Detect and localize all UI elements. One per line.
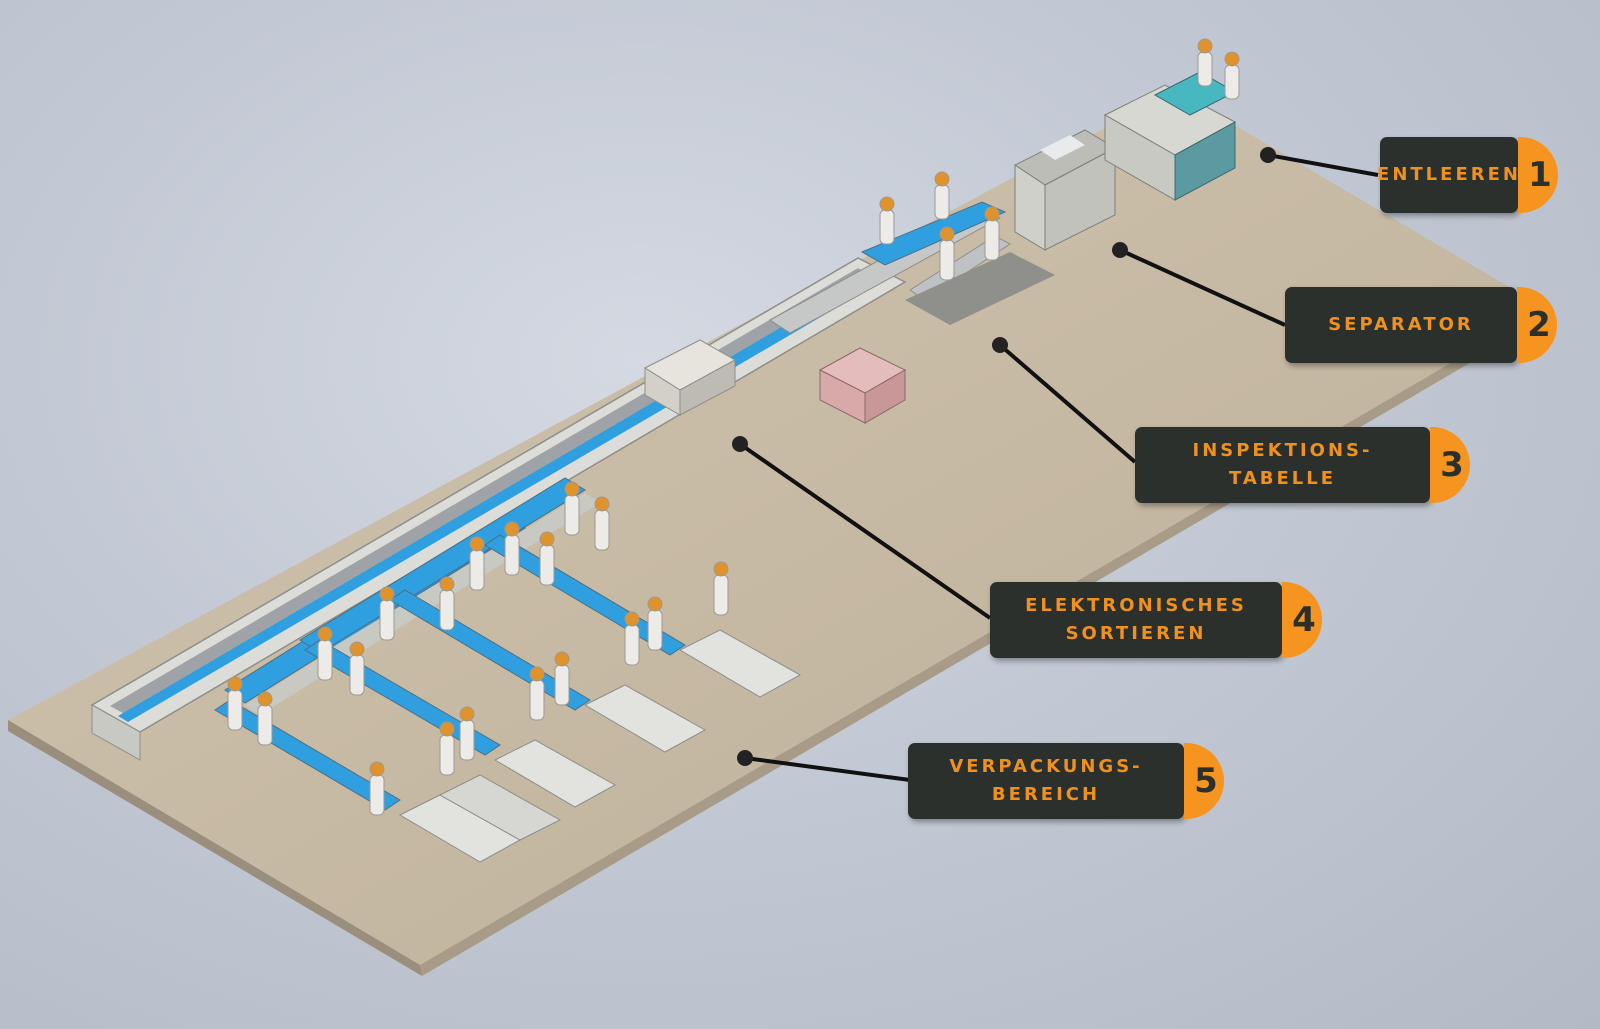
collection-bin bbox=[818, 347, 907, 424]
workers bbox=[227, 38, 1240, 816]
leader-lines bbox=[732, 147, 1379, 782]
worker-figure bbox=[529, 666, 545, 721]
worker-figure bbox=[624, 611, 640, 666]
factory-floor bbox=[8, 90, 1545, 976]
leader-dot-2 bbox=[1112, 242, 1128, 258]
worker-figure bbox=[369, 761, 385, 816]
worker-figure bbox=[257, 691, 273, 746]
leader-dot-4 bbox=[732, 436, 748, 452]
worker-figure bbox=[469, 536, 485, 591]
separator-machine bbox=[1014, 129, 1117, 251]
worker-figure bbox=[647, 596, 663, 651]
callout-inspektionstabelle: INSPEKTIONS- TABELLE bbox=[1135, 427, 1430, 503]
worker-figure bbox=[379, 586, 395, 641]
callout-3-label-line-2: TABELLE bbox=[1228, 468, 1337, 489]
worker-figure bbox=[317, 626, 333, 681]
worker-figure bbox=[934, 171, 950, 220]
worker-figure bbox=[439, 721, 455, 776]
callout-entleeren: ENTLEEREN bbox=[1377, 137, 1521, 213]
worker-figure bbox=[1197, 38, 1213, 87]
callout-5-label-line-2: BEREICH bbox=[991, 784, 1101, 805]
worker-figure bbox=[984, 206, 1000, 261]
leader-line-2 bbox=[1119, 248, 1286, 327]
callout-4-label-line-2: SORTIEREN bbox=[1065, 623, 1207, 644]
roller-tables bbox=[398, 629, 802, 863]
leader-line-1 bbox=[1267, 153, 1379, 177]
leader-line-5 bbox=[744, 756, 911, 782]
callout-verpackungsbereich: VERPACKUNGS- BEREICH bbox=[908, 743, 1184, 819]
callout-5-label-line-1: VERPACKUNGS- bbox=[949, 756, 1143, 777]
worker-figure bbox=[1224, 51, 1240, 100]
worker-figure bbox=[439, 576, 455, 631]
callout-elektronisches-sortieren: ELEKTRONISCHES SORTIEREN bbox=[990, 582, 1282, 658]
callout-4-label-line-1: ELEKTRONISCHES bbox=[1025, 595, 1247, 616]
worker-figure bbox=[939, 226, 955, 281]
leader-dot-5 bbox=[737, 750, 753, 766]
worker-figure bbox=[879, 196, 895, 245]
worker-figure bbox=[227, 676, 243, 731]
callout-separator: SEPARATOR bbox=[1285, 287, 1517, 363]
worker-figure bbox=[713, 561, 729, 616]
emptying-station bbox=[1103, 71, 1237, 201]
worker-figure bbox=[564, 481, 580, 536]
worker-figure bbox=[539, 531, 555, 586]
worker-figure bbox=[554, 651, 570, 706]
worker-figure bbox=[459, 706, 475, 761]
electronic-sorter-unit bbox=[643, 339, 737, 416]
leader-line-3 bbox=[998, 343, 1137, 464]
worker-figure bbox=[504, 521, 520, 576]
leader-dot-3 bbox=[992, 337, 1008, 353]
callout-2-label: SEPARATOR bbox=[1328, 314, 1474, 335]
worker-figure bbox=[594, 496, 610, 551]
worker-figure bbox=[349, 641, 365, 696]
leader-line-4 bbox=[738, 442, 992, 620]
callout-1-label: ENTLEEREN bbox=[1377, 164, 1521, 185]
callout-3-label-line-1: INSPEKTIONS- bbox=[1192, 440, 1373, 461]
leader-dot-1 bbox=[1260, 147, 1276, 163]
